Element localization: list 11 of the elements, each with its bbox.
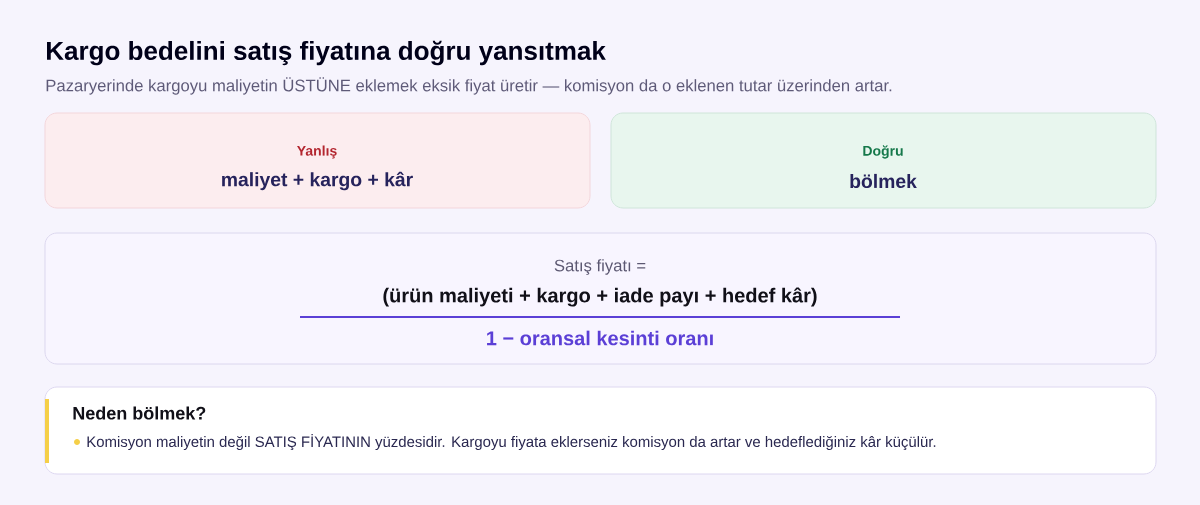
- card-heading: Yanlış: [297, 145, 337, 159]
- card-text: bölmek: [850, 173, 917, 189]
- note-text: Komisyon maliyetin değil SATIŞ FİYATININ yüzdesidir. Kargoyu fiyata eklerseniz komisyon da artar ve hedeflediğiniz kâr küçülür.: [87, 433, 936, 451]
- numerator: (ürün maliyeti + kargo + iade payı + hedef kâr): [383, 287, 817, 307]
- card-text: maliyet + kargo + kâr: [222, 171, 413, 191]
- card-heading: Doğru: [863, 145, 903, 159]
- title: Kargo bedelini satış fiyatına doğru yansıtmak: [47, 40, 606, 66]
- denominator: 1 − oransal kesinti oranı: [487, 330, 713, 346]
- subtitle: Pazaryerinde kargoyu maliyetin ÜSTÜNE eklemek eksik fiyat üretir — komisyon da o eklenen tutar üzerinden artar.: [46, 77, 892, 95]
- formula-label: Satış fiyatı =: [554, 259, 646, 275]
- note-heading: Neden bölmek?: [73, 406, 206, 420]
